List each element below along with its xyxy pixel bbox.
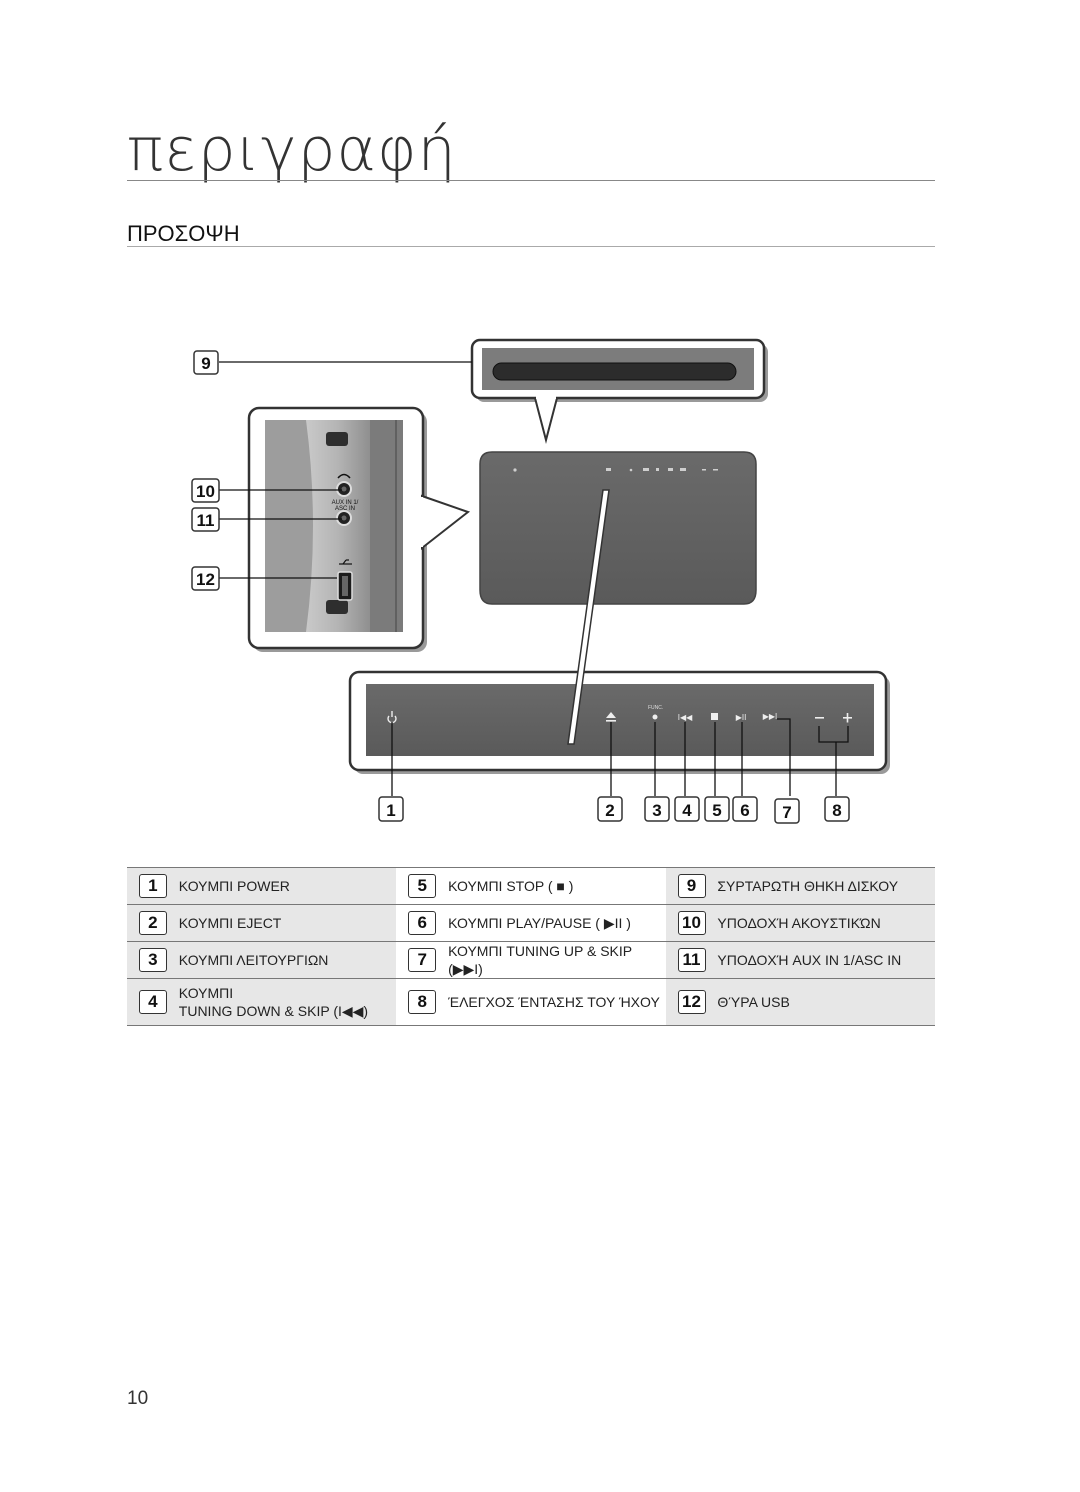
legend-number: 11 [677,948,706,972]
volume-up-icon [843,713,852,723]
play-pause-icon: ▶II [736,713,747,722]
callout-9: 9 [201,354,210,373]
side-panel-inset: AUX IN 1/ ASC IN [247,406,471,652]
legend-number: 1 [138,874,167,898]
callout-6: 6 [740,801,749,820]
legend-number: 2 [138,911,167,935]
callout-11: 11 [197,511,215,530]
legend-row: 4 ΚΟΥΜΠΙ TUNING DOWN & SKIP (I◀◀) 8 ΈΛΕΓΧ… [127,978,935,1026]
legend-label: ΚΟΥΜΠΙ ΛΕΙΤΟΥΡΓΙΩΝ [178,952,329,968]
disc-slot-inset [470,338,768,444]
side-port-label-bottom: ASC IN [335,506,355,512]
legend-label: ΥΠΟΔΟΧΉ AUX IN 1/ASC IN [717,952,902,968]
title-divider [127,180,935,181]
legend-number: 7 [408,948,437,972]
legend-number: 8 [408,990,437,1014]
callout-2: 2 [605,801,614,820]
legend-label: ΘΎΡΑ USB [717,994,790,1010]
legend-label: ΚΟΥΜΠΙ PLAY/PAUSE ( ▶II ) [448,915,631,931]
legend-label: ΚΟΥΜΠΙ EJECT [178,915,282,931]
callout-8: 8 [832,801,841,820]
func-label: FUNC. [648,705,663,711]
usb-icon [339,559,352,565]
legend-row: 1 ΚΟΥΜΠΙ POWER 5 ΚΟΥΜΠΙ STOP ( ■ ) 9 ΣΥΡ… [127,867,935,905]
front-panel-diagram: AUX IN 1/ ASC IN FUNC. I◀◀ ▶II ▶▶I [191,338,890,824]
legend-number: 3 [138,948,167,972]
eject-icon [606,712,616,718]
legend-label: ΚΟΥΜΠΙ STOP ( ■ ) [448,878,574,894]
callout-5: 5 [712,801,721,820]
callout-3: 3 [652,801,661,820]
side-port-label-top: AUX IN 1/ [332,500,359,506]
legend-number: 5 [408,874,437,898]
section-heading: ΠΡΟΣΟΨΗ [127,221,240,246]
volume-down-icon [815,717,824,719]
legend-number: 4 [138,990,167,1014]
legend-number: 12 [677,990,706,1014]
skip-forward-icon: ▶▶I [763,712,778,721]
headphone-icon [337,473,351,479]
legend-label-line2: TUNING DOWN & SKIP (I◀◀) [178,1003,369,1019]
disc-slot [492,362,737,381]
page-title: περιγραφή [127,115,457,185]
callout-4: 4 [682,801,692,820]
device-top-view [479,451,757,605]
stop-icon [711,713,718,720]
legend-number: 6 [408,911,437,935]
legend-label: ΈΛΕΓΧΟΣ ΈΝΤΑΣΗΣ ΤΟΥ ΉΧΟΥ [448,994,660,1010]
control-strip-inset: FUNC. I◀◀ ▶II ▶▶I [348,670,890,774]
legend-number: 10 [677,911,706,935]
leader-lines [219,361,849,796]
legend-label: ΚΟΥΜΠΙ [178,985,234,1001]
section-divider [127,246,935,247]
legend-table: 1 ΚΟΥΜΠΙ POWER 5 ΚΟΥΜΠΙ STOP ( ■ ) 9 ΣΥΡ… [127,867,935,1026]
legend-label: ΥΠΟΔΟΧΉ ΑΚΟΥΣΤΙΚΏΝ [717,915,881,931]
legend-number: 9 [677,874,706,898]
func-button-icon [652,714,658,720]
legend-label: ΚΟΥΜΠΙ TUNING UP & SKIP (▶▶I) [448,943,632,977]
zoom-pointer [567,489,610,745]
callout-1: 1 [386,801,395,820]
page-number: 10 [127,1388,149,1409]
callout-7: 7 [782,803,791,822]
legend-row: 2 ΚΟΥΜΠΙ EJECT 6 ΚΟΥΜΠΙ PLAY/PAUSE ( ▶II… [127,904,935,942]
legend-label: ΣΥΡΤΑΡΩΤΗ ΘΗΚΗ ΔΙΣΚΟΥ [717,878,899,894]
callout-12: 12 [196,570,215,589]
callout-10: 10 [196,482,215,501]
legend-row: 3 ΚΟΥΜΠΙ ΛΕΙΤΟΥΡΓΙΩΝ 7 ΚΟΥΜΠΙ TUNING UP … [127,941,935,979]
legend-label: ΚΟΥΜΠΙ POWER [178,878,290,894]
skip-back-icon: I◀◀ [678,713,693,722]
